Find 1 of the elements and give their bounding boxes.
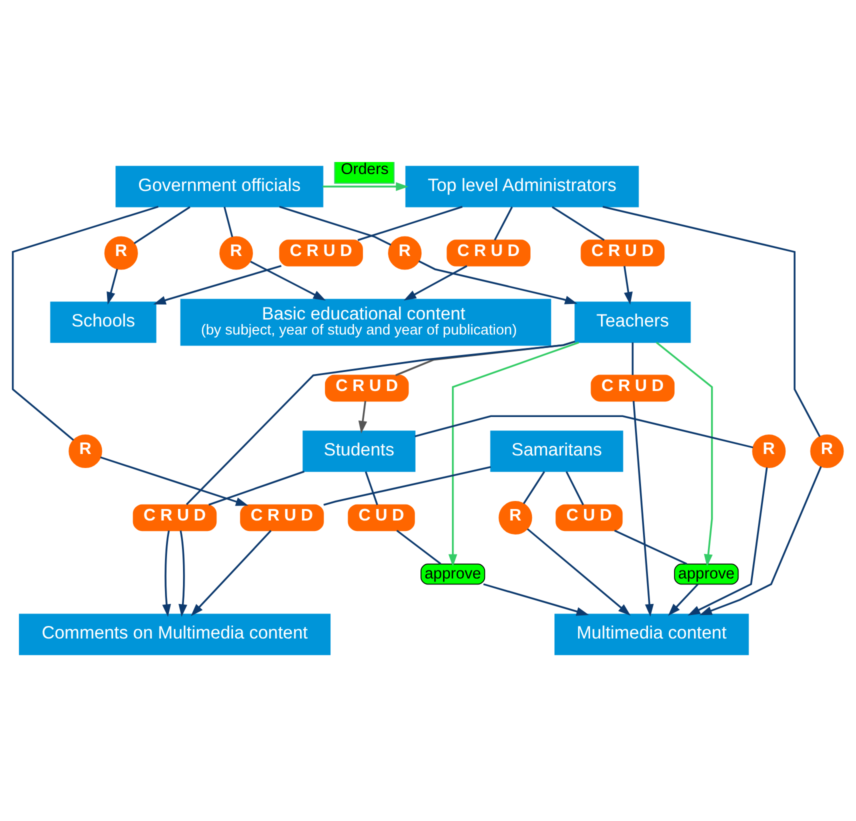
edge-label: Orders bbox=[340, 160, 389, 178]
